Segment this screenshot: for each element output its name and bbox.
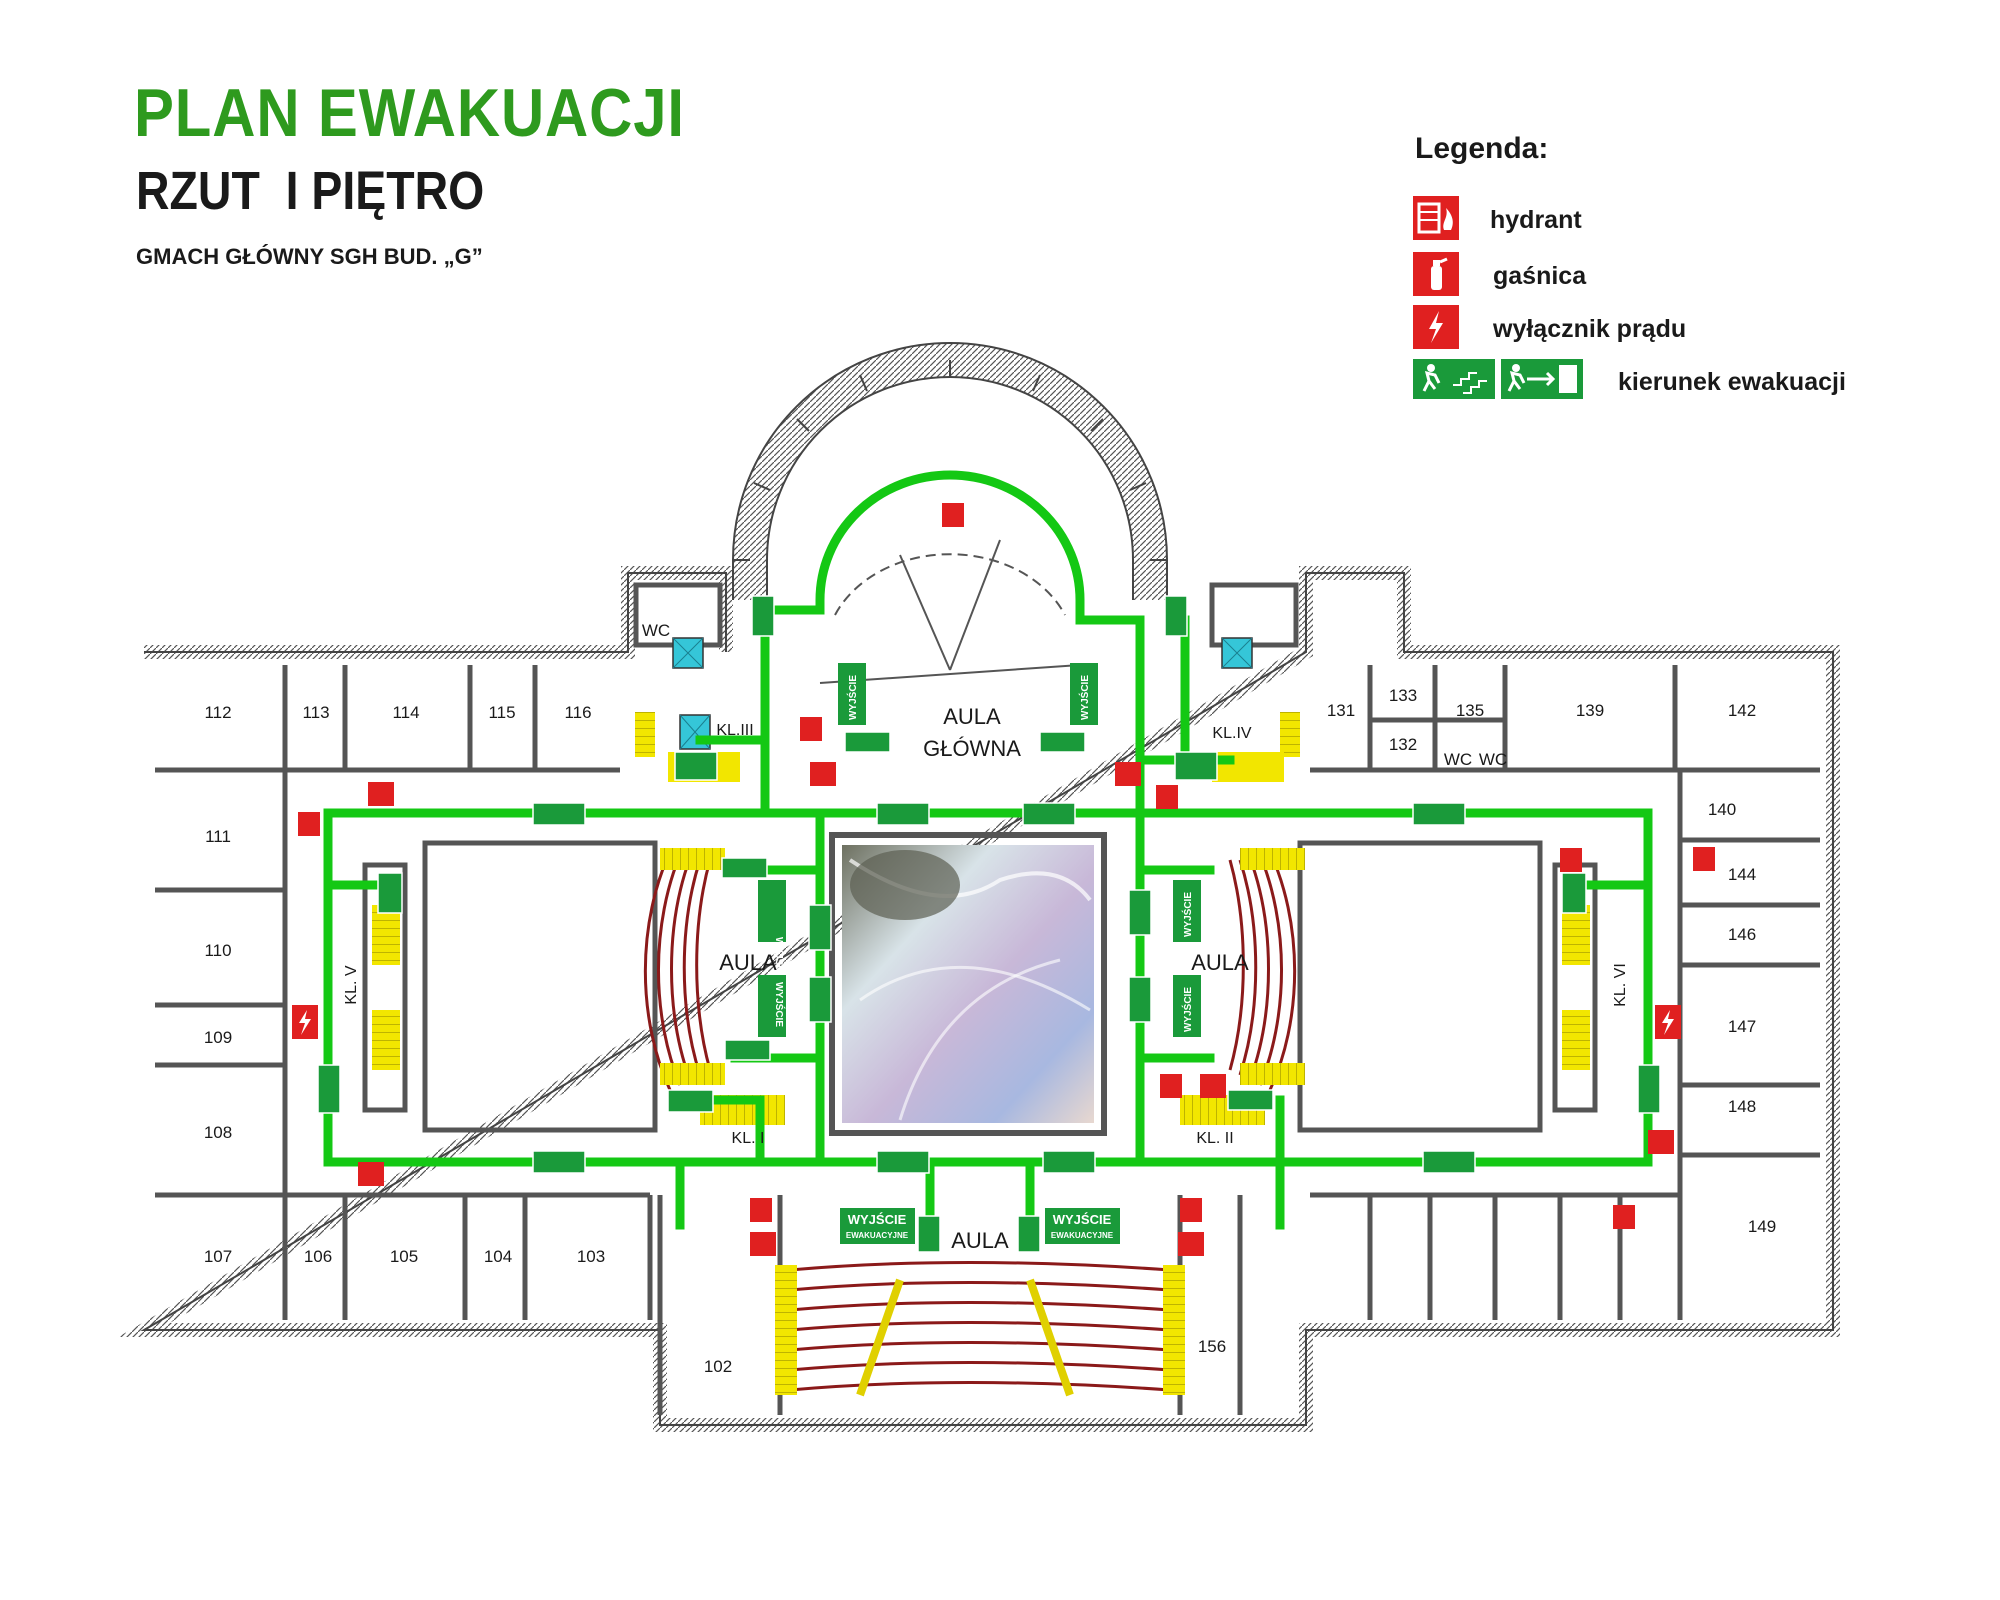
evacuation-signs: [317, 595, 1661, 1253]
plan-hydrants: [358, 762, 1674, 1256]
room-110: 110: [204, 941, 231, 960]
exit-sign-aula-glowna-right: WYJŚCIE: [1070, 663, 1098, 725]
svg-text:WYJŚCIE: WYJŚCIE: [1078, 675, 1091, 720]
dome-skylight-image: [842, 845, 1094, 1123]
room-135: 135: [1456, 701, 1484, 720]
fire-extinguisher-icon: [1413, 252, 1459, 296]
legend-label-power-switch: wyłącznik prądu: [1493, 315, 1687, 343]
room-149: 149: [1748, 1217, 1776, 1236]
room-wc-b: WC: [1479, 750, 1507, 769]
plan-title: PLAN EWAKUACJI: [134, 75, 685, 151]
svg-text:WYJŚCIE: WYJŚCIE: [1181, 892, 1194, 937]
staircase-labels: KL. I KL. II KL.III KL.IV KL. V KL. VI: [343, 722, 1629, 1147]
room-132: 132: [1389, 735, 1417, 754]
aula-right-seating: [1228, 851, 1297, 1091]
staircases: [372, 712, 1590, 1395]
aula-left-label: AULA: [719, 950, 777, 975]
room-140: 140: [1708, 800, 1736, 819]
room-146: 146: [1728, 925, 1756, 944]
room-109: 109: [204, 1028, 232, 1047]
room-111: 111: [205, 827, 231, 846]
room-108: 108: [204, 1123, 232, 1142]
room-156: 156: [1198, 1337, 1226, 1356]
room-106: 106: [304, 1247, 332, 1266]
room-103: 103: [577, 1247, 605, 1266]
exit-sign-aula-bottom-left: WYJŚCIE EWAKUACYJNE: [840, 1208, 915, 1244]
room-wc-a: WC: [1444, 750, 1472, 769]
floor-subtitle: RZUT I PIĘTRO: [136, 161, 485, 221]
room-139: 139: [1576, 701, 1604, 720]
legend-label-hydrant: hydrant: [1490, 206, 1582, 234]
room-102: 102: [704, 1357, 732, 1376]
evacuation-direction-icon: [1413, 359, 1583, 399]
building-walls: [118, 342, 1840, 1432]
legend-label-extinguisher: gaśnica: [1493, 262, 1587, 290]
aula-bottom-aisles: [856, 1278, 1074, 1397]
room-144: 144: [1728, 865, 1756, 884]
svg-text:EWAKUACYJNE: EWAKUACYJNE: [846, 1231, 909, 1240]
hydrant-icon: [1413, 196, 1459, 240]
exit-sign-aula-right-top: WYJŚCIE: [1173, 880, 1201, 942]
room-142: 142: [1728, 701, 1756, 720]
hall-labels: AULA GŁÓWNA AULA AULA AULA: [719, 704, 1249, 1253]
kl-1-label: KL. I: [732, 1130, 765, 1147]
svg-text:WYJŚCIE: WYJŚCIE: [1053, 1212, 1112, 1227]
svg-text:WYJŚCIE: WYJŚCIE: [773, 937, 786, 982]
room-105: 105: [390, 1247, 418, 1266]
power-switch-icon: [1413, 305, 1459, 349]
kl-4-label: KL.IV: [1212, 725, 1251, 742]
room-133: 133: [1389, 686, 1417, 705]
svg-text:WYJŚCIE: WYJŚCIE: [848, 1212, 907, 1227]
svg-text:WYJŚCIE: WYJŚCIE: [846, 675, 859, 720]
kl-3-label: KL.III: [716, 722, 753, 739]
room-104: 104: [484, 1247, 512, 1266]
room-148: 148: [1728, 1097, 1756, 1116]
room-labels: 112 113 114 115 116 111 110 109 108 107 …: [204, 621, 1776, 1376]
room-147: 147: [1728, 1017, 1756, 1036]
kl-6-label: KL. VI: [1612, 963, 1629, 1007]
aula-right-label: AULA: [1191, 950, 1249, 975]
room-131: 131: [1327, 701, 1355, 720]
building-name: GMACH GŁÓWNY SGH BUD. „G”: [136, 244, 483, 269]
room-112: 112: [204, 703, 231, 722]
room-115: 115: [488, 703, 515, 722]
aula-bottom-seating: [789, 1261, 1171, 1392]
plan-fire-extinguishers: [298, 503, 1715, 1229]
room-116: 116: [564, 703, 591, 722]
aula-glowna-label-1: AULA: [943, 704, 1001, 729]
room-114: 114: [392, 703, 419, 722]
exit-sign-aula-left-top: WYJŚCIE: [758, 880, 786, 982]
aula-bottom-label: AULA: [951, 1228, 1009, 1253]
legend-title: Legenda:: [1415, 132, 1549, 165]
plan-power-switches: [292, 1005, 1681, 1039]
legend-label-evacuation: kierunek ewakuacji: [1618, 368, 1846, 396]
room-113: 113: [302, 703, 329, 722]
kl-2-label: KL. II: [1196, 1130, 1233, 1147]
exit-sign-aula-left-bottom: WYJŚCIE: [758, 975, 786, 1037]
kl-5-label: KL. V: [343, 965, 360, 1004]
svg-text:WYJŚCIE: WYJŚCIE: [773, 982, 786, 1027]
svg-text:EWAKUACYJNE: EWAKUACYJNE: [1051, 1231, 1114, 1240]
exit-sign-aula-bottom-right: WYJŚCIE EWAKUACYJNE: [1045, 1208, 1120, 1244]
exit-sign-aula-right-bottom: WYJŚCIE: [1173, 975, 1201, 1037]
aula-left-seating: [643, 851, 712, 1091]
svg-text:WYJŚCIE: WYJŚCIE: [1181, 987, 1194, 1032]
aula-glowna-label-2: GŁÓWNA: [923, 736, 1021, 761]
room-107: 107: [204, 1247, 232, 1266]
room-wc-left: WC: [642, 621, 670, 640]
exit-sign-aula-glowna-left: WYJŚCIE: [838, 663, 866, 725]
